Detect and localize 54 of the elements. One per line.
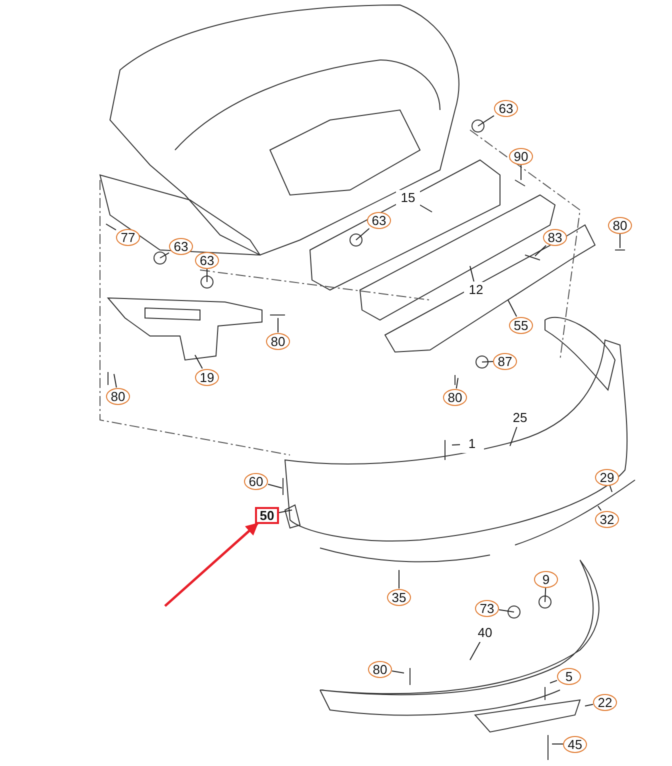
leader-line: [482, 361, 494, 362]
leader-line: [598, 506, 602, 511]
leader-line: [470, 641, 481, 660]
leader-line: [398, 570, 400, 589]
callout-number: 22: [593, 694, 617, 710]
leader-line: [478, 115, 494, 126]
callout-number: 83: [543, 228, 567, 246]
callout-number: 77: [116, 228, 140, 246]
callout-number: 19: [195, 368, 219, 386]
callout-number: 90: [509, 148, 533, 164]
callout-number: 55: [509, 316, 533, 334]
leader-line: [356, 228, 370, 240]
callout-number: 87: [493, 352, 517, 370]
leader-line: [498, 609, 514, 612]
leader-line: [584, 704, 594, 706]
callout-number: 60: [244, 472, 268, 490]
leader-line: [609, 485, 612, 492]
leader-line: [114, 374, 117, 388]
callout-number: 63: [169, 238, 193, 254]
callout-number: 80: [443, 388, 467, 406]
callout-number: 35: [387, 588, 411, 606]
leader-line: [268, 484, 282, 488]
leader-line: [550, 680, 558, 684]
leader-line: [544, 587, 546, 602]
leader-line: [278, 510, 292, 514]
leader-line: [160, 252, 170, 258]
callout-number: 5: [557, 668, 581, 684]
leader-line: [194, 354, 203, 369]
callout-number: 29: [595, 468, 619, 486]
leader-line: [452, 444, 460, 446]
arrow: [164, 522, 258, 607]
leader-line: [508, 300, 518, 317]
callout-number: 45: [563, 736, 587, 752]
leader-line: [392, 670, 404, 674]
callout-number: 80: [106, 388, 130, 404]
callout-number: 32: [595, 510, 619, 528]
leader-line: [520, 164, 522, 180]
callout-number: 80: [608, 216, 632, 234]
callout-number: 50: [255, 506, 279, 524]
callout-number: 80: [266, 332, 290, 350]
leader-line: [534, 245, 547, 256]
callout-number: 9: [534, 570, 558, 588]
callout-number: 15: [396, 190, 420, 206]
leader-line: [206, 268, 208, 282]
leader-line: [510, 426, 518, 446]
callout-number: 63: [195, 252, 219, 268]
callout-number: 63: [494, 100, 518, 116]
leader-line: [470, 266, 474, 282]
callout-number: 63: [367, 212, 391, 228]
leader-line: [106, 224, 116, 230]
leader-line: [456, 378, 458, 389]
leader-line: [420, 204, 432, 212]
callout-number: 73: [475, 600, 499, 616]
callout-number: 80: [368, 660, 392, 678]
